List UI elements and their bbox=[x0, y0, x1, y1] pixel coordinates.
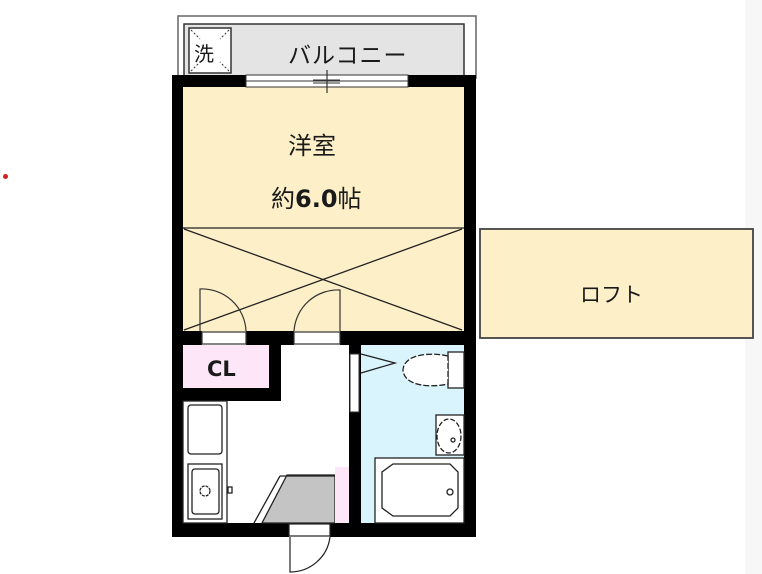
bathtub bbox=[374, 457, 465, 524]
washer-space bbox=[188, 27, 232, 74]
loft-label: ロフト bbox=[580, 283, 643, 307]
entrance bbox=[253, 467, 349, 524]
doors bbox=[199, 288, 341, 345]
size-prefix: 約 bbox=[271, 185, 295, 213]
western-room-name: 洋室 bbox=[288, 132, 336, 160]
western-room-floor bbox=[182, 86, 464, 332]
toilet bbox=[360, 351, 465, 389]
closet-label: CL bbox=[207, 357, 236, 381]
size-unit: 帖 bbox=[337, 185, 362, 213]
marker-dot bbox=[3, 174, 8, 179]
washer-label: 洗 bbox=[194, 42, 214, 66]
balcony-label: バルコニー bbox=[288, 43, 408, 69]
bathroom-door bbox=[349, 353, 360, 413]
western-room-size: 約6.0帖 bbox=[271, 179, 362, 214]
balcony-window bbox=[245, 70, 409, 93]
loft-overhead-marker bbox=[182, 227, 464, 331]
wash-basin bbox=[435, 414, 465, 456]
kitchen-counter bbox=[182, 400, 233, 524]
loft-area bbox=[479, 228, 754, 339]
size-value: 6.0 bbox=[295, 185, 338, 213]
front-door bbox=[288, 523, 331, 573]
